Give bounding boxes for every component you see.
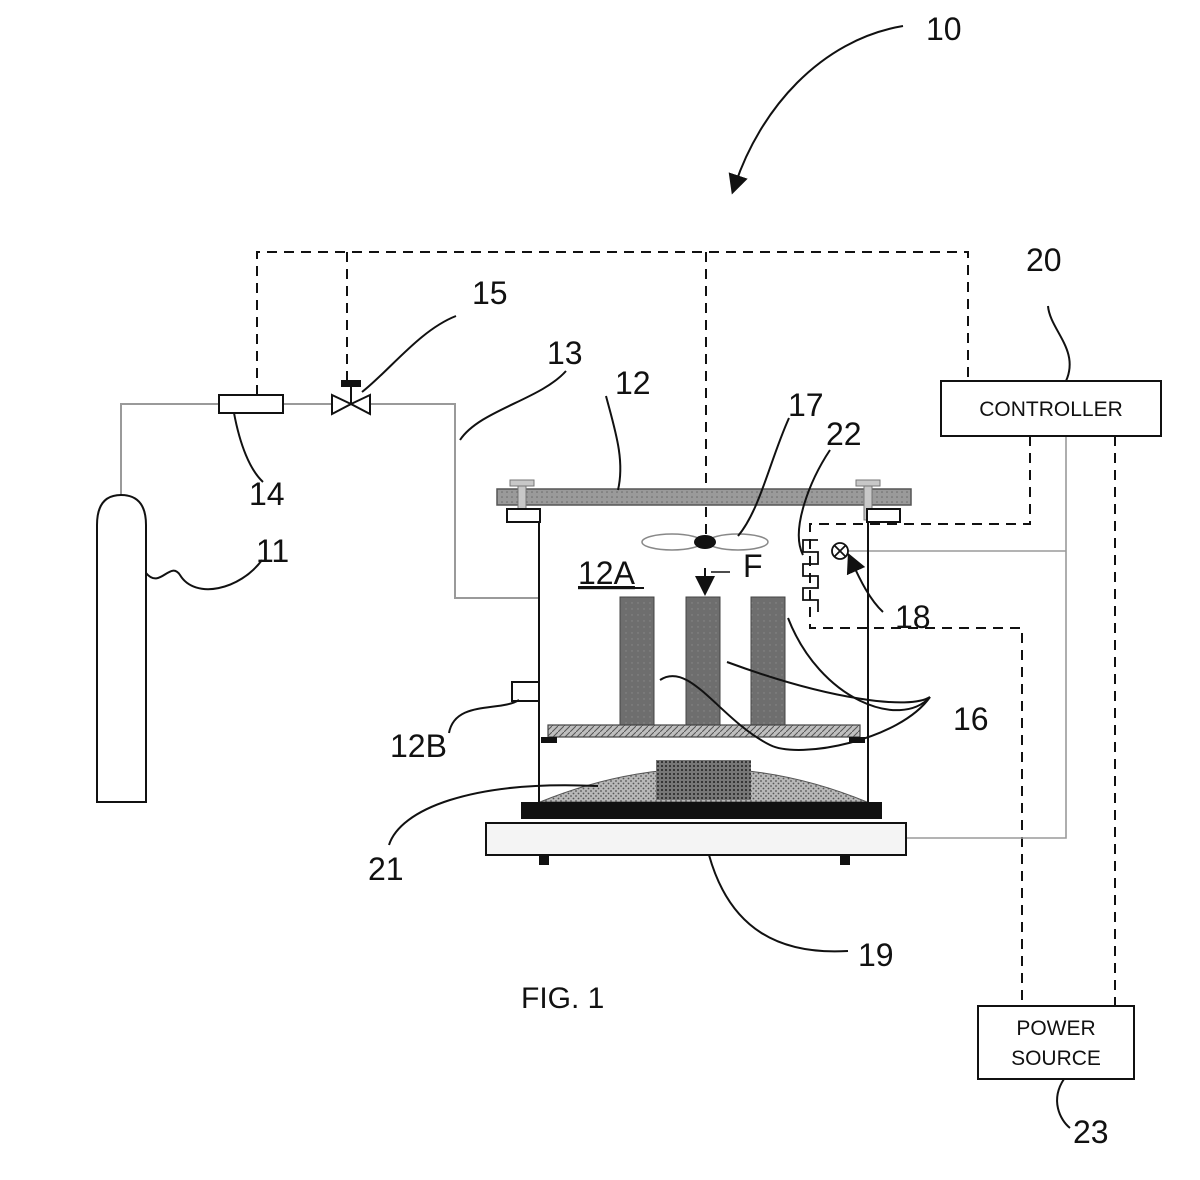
ref-12: 12 [615, 365, 651, 401]
ref-19: 19 [858, 937, 894, 973]
sample-shelf [547, 724, 861, 738]
ref-12A: 12A [578, 555, 636, 591]
flow-meter [218, 394, 284, 414]
ref-22: 22 [826, 416, 862, 452]
leader-lines [145, 25, 1071, 1129]
sample-right [750, 596, 786, 726]
controller-label: CONTROLLER [979, 398, 1123, 421]
controller-box: CONTROLLER [940, 380, 1162, 437]
ref-17: 17 [788, 387, 824, 423]
ref-13: 13 [547, 335, 583, 371]
stage [485, 822, 907, 856]
ref-20: 20 [1026, 242, 1062, 278]
ref-12B: 12B [390, 728, 447, 764]
ref-F: F [743, 548, 763, 584]
sample-center [685, 596, 721, 726]
ref-16: 16 [953, 701, 989, 737]
ref-14: 14 [249, 476, 285, 512]
power-source-box: POWER SOURCE [977, 1005, 1135, 1080]
power-source-label-line1: POWER [1016, 1017, 1095, 1040]
ref-10: 10 [926, 11, 962, 47]
chamber-lid [496, 488, 912, 506]
ref-15: 15 [472, 275, 508, 311]
sensor-wiring [848, 436, 1067, 839]
heater-base [521, 802, 882, 819]
samples [619, 596, 786, 726]
power-source-label-line2: SOURCE [1011, 1047, 1101, 1070]
fan [641, 533, 769, 551]
valve [331, 380, 371, 416]
ref-11: 11 [256, 533, 289, 569]
ref-23: 23 [1073, 1114, 1109, 1150]
chamber [496, 479, 912, 804]
gas-line [120, 403, 538, 599]
sample-left [619, 596, 655, 726]
gas-cylinder [96, 493, 147, 803]
ref-21: 21 [368, 851, 404, 887]
figure-caption: FIG. 1 [521, 982, 604, 1015]
ref-18: 18 [895, 599, 931, 635]
lid-bolts [509, 479, 881, 521]
heater-element [802, 539, 819, 612]
chamber-port [511, 681, 540, 702]
sensor [831, 542, 849, 560]
